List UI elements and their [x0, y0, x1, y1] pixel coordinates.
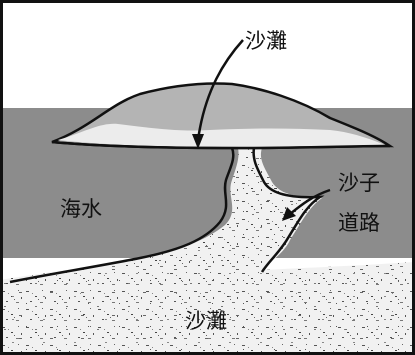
sand-road-outline-right [252, 147, 325, 273]
arrow-to-sandbar [196, 39, 244, 141]
arrowhead-sandbar [192, 134, 204, 149]
sandbar-rim [58, 123, 385, 147]
arrow-to-sand-road [289, 188, 331, 215]
label-seawater: 海水 [60, 197, 102, 221]
sand-road-outline [9, 147, 235, 284]
arrowhead-sand-road [282, 207, 296, 221]
label-sandbar-top: 沙灘 [245, 29, 287, 53]
label-sand-road-line2: 道路 [338, 211, 380, 235]
label-sandbar-bottom: 沙灘 [185, 309, 227, 333]
label-sand-road-line1: 沙子 [338, 171, 380, 195]
sandbar-base-line [51, 140, 391, 150]
